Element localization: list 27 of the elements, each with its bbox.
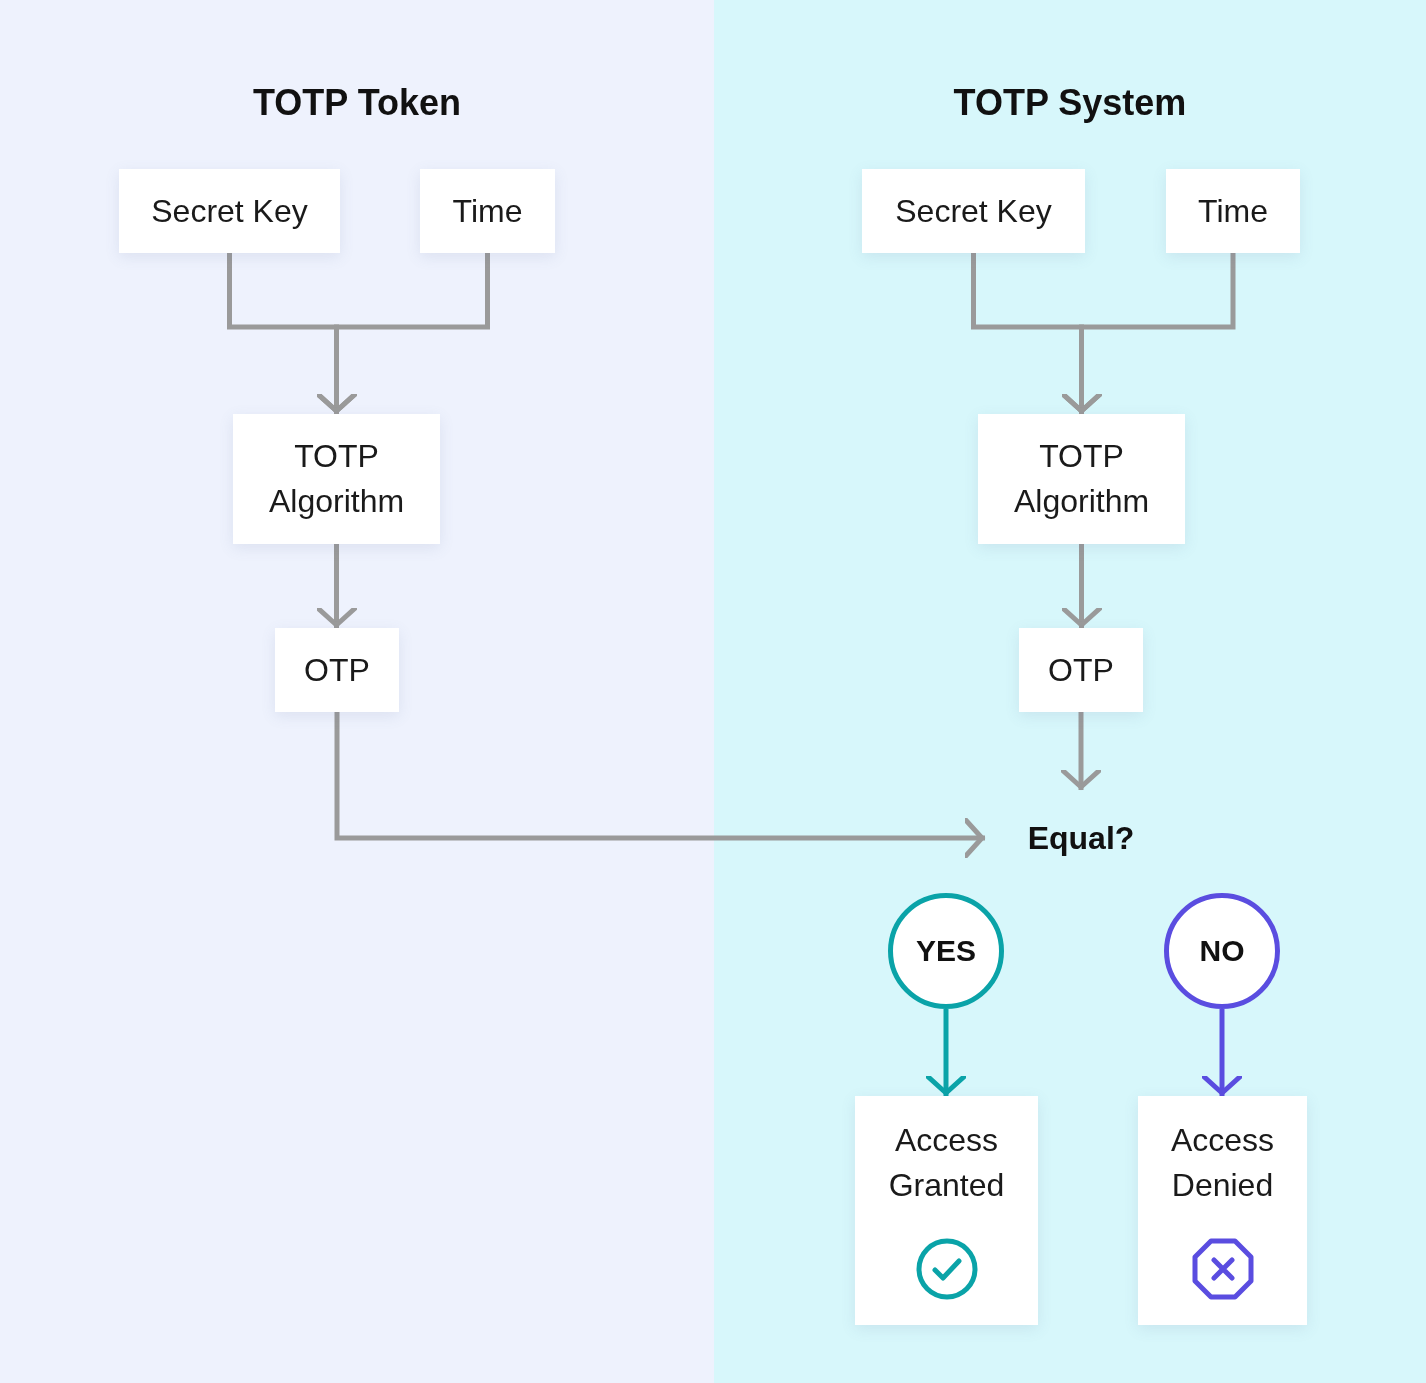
result-box (855, 1096, 1038, 1325)
panel-heading: TOTP System (952, 82, 1188, 124)
box-label: TOTP Algorithm (1012, 437, 1151, 521)
box-label: Time (452, 191, 523, 231)
box-label: Time (1198, 191, 1268, 231)
process-box (233, 414, 440, 544)
process-box (978, 414, 1185, 544)
process-box (119, 169, 340, 253)
process-box (1166, 169, 1300, 253)
process-box (862, 169, 1085, 253)
panel-heading: TOTP Token (251, 82, 462, 124)
result-box (1138, 1096, 1307, 1325)
box-label: Secret Key (151, 191, 308, 231)
box-label: Access Granted (887, 1121, 1006, 1205)
box-label: Access Denied (1169, 1121, 1276, 1205)
process-box (275, 628, 399, 712)
box-label: NO (1199, 934, 1245, 968)
box-label: OTP (304, 650, 370, 690)
panel-background (714, 0, 1426, 1383)
box-label: Secret Key (895, 191, 1052, 231)
decision-label: Equal? (1027, 819, 1135, 857)
box-label: OTP (1048, 650, 1114, 690)
panel-background (0, 0, 714, 1383)
process-box (1019, 628, 1143, 712)
box-label: YES (916, 934, 976, 968)
process-box (420, 169, 555, 253)
box-label: TOTP Algorithm (267, 437, 406, 521)
